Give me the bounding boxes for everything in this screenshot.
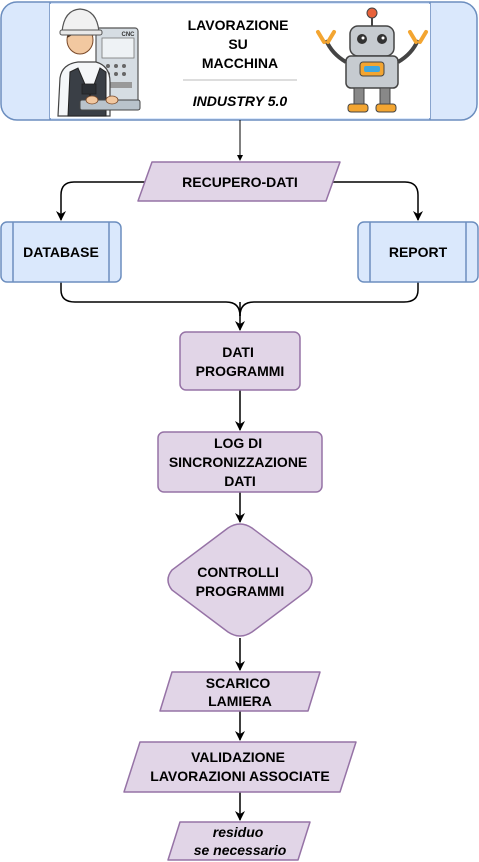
node-residuo: residuo se necessario [167, 821, 311, 861]
node-dati-line-2: PROGRAMMI [196, 363, 285, 379]
node-residuo-line-2: se necessario [194, 842, 287, 858]
node-dati-line-1: DATI [222, 344, 254, 360]
node-validazione: VALIDAZIONE LAVORAZIONI ASSOCIATE [123, 741, 357, 793]
robot-illustration [316, 7, 428, 113]
header-title: LAVORAZIONE SU MACCHINA [188, 17, 293, 71]
svg-text:SCARICO LAMIERA: SCARICO LAMIERA [206, 675, 274, 709]
node-log-line-2: SINCRONIZZAZIONE [169, 454, 307, 470]
worker-illustration: CNC [57, 8, 141, 117]
cnc-label: CNC [122, 32, 136, 38]
node-controlli-programmi: CONTROLLI PROGRAMMI [167, 523, 313, 637]
node-report-label: REPORT [389, 244, 448, 260]
svg-text:residuo se necessario: residuo se necessario [194, 824, 287, 858]
edge-recupero-report [330, 181, 423, 221]
node-log-sincronizzazione: LOG DI SINCRONIZZAZIONE DATI [157, 431, 323, 493]
node-validazione-line-1: VALIDAZIONE [191, 749, 285, 765]
node-scarico-line-2: LAMIERA [208, 693, 272, 709]
node-dati-programmi: DATI PROGRAMMI [179, 331, 301, 391]
node-database-label: DATABASE [23, 244, 99, 260]
node-validazione-line-2: LAVORAZIONI ASSOCIATE [150, 768, 329, 784]
header-title-line-2: SU [228, 36, 247, 52]
node-controlli-line-1: CONTROLLI [197, 564, 279, 580]
edges [56, 120, 423, 821]
node-recupero-dati: RECUPERO-DATI [137, 161, 341, 202]
node-report: REPORT [357, 221, 479, 283]
edge-database-merge [60, 282, 241, 317]
svg-text:CONTROLLI PROGRAMMI: CONTROLLI PROGRAMMI [196, 564, 285, 599]
edge-report-merge [239, 282, 419, 317]
node-controlli-line-2: PROGRAMMI [196, 583, 285, 599]
svg-text:VALIDAZIONE LAVORAZIONI: VALIDAZIONE LAVORAZIONI ASSOCIATE [150, 749, 329, 784]
node-scarico-lamiera: SCARICO LAMIERA [159, 671, 321, 712]
node-database: DATABASE [0, 221, 122, 283]
header-subtitle: INDUSTRY 5.0 [193, 93, 288, 109]
node-residuo-line-1: residuo [213, 824, 264, 840]
header-title-line-1: LAVORAZIONE [188, 17, 289, 33]
node-log-line-1: LOG DI [214, 435, 262, 451]
svg-text:LOG DI SINCRONIZZAZIONE: LOG DI SINCRONIZZAZIONE DATI [169, 435, 311, 489]
edge-recupero-database [56, 181, 148, 221]
header-title-line-3: MACCHINA [202, 55, 278, 71]
node-log-line-3: DATI [224, 473, 256, 489]
node-recupero-label: RECUPERO-DATI [182, 174, 298, 190]
svg-text:DATI PROGRAMMI: DATI PROGRAMMI [196, 344, 285, 379]
node-scarico-line-1: SCARICO [206, 675, 271, 691]
